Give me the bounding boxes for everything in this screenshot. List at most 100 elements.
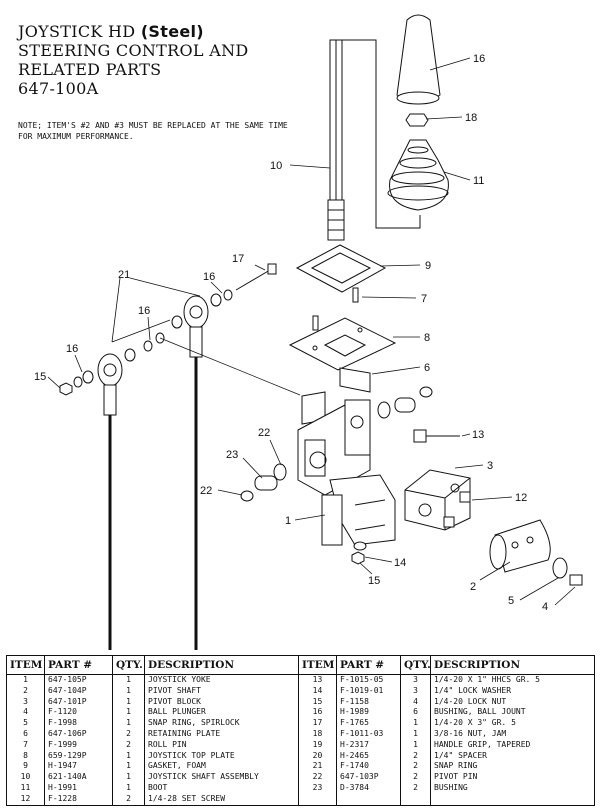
assembly-line xyxy=(159,337,301,396)
title-material: (Steel) xyxy=(140,22,204,41)
cell-part-number: F-1228 xyxy=(44,793,113,806)
cell-part-number: 647-105P xyxy=(44,674,113,686)
joystick-yoke xyxy=(297,399,396,546)
callout-6: 6 xyxy=(424,362,430,374)
cell-part-number-2: F-1011-03 xyxy=(336,728,401,740)
cell-description: JOYSTICK TOP PLATE xyxy=(144,750,299,762)
callout-7: 7 xyxy=(421,293,427,305)
cell-qty-2: 1 xyxy=(400,739,431,751)
cell-qty: 1 xyxy=(112,685,145,697)
cell-qty: 2 xyxy=(112,728,145,740)
cell-qty: 1 xyxy=(112,674,145,686)
cell-description: PIVOT BLOCK xyxy=(144,696,299,708)
cell-part-number: 621-140A xyxy=(44,772,113,783)
joystick-top-plate xyxy=(288,317,397,371)
callout-16-right: 16 xyxy=(203,271,215,283)
cell-description-2: HANDLE GRIP, TAPERED xyxy=(430,739,595,751)
callout-16-left: 16 xyxy=(66,343,78,355)
cell-description-2: PIVOT PIN xyxy=(430,772,595,783)
callout-5: 5 xyxy=(508,595,514,607)
cell-description: SNAP RING, SPIRLOCK xyxy=(144,718,299,729)
cell-item-2: 16 xyxy=(298,707,337,719)
callout-13: 13 xyxy=(472,429,484,441)
cell-description: BOOT xyxy=(144,782,299,794)
cell-part-number: 647-101P xyxy=(44,696,113,708)
cell-qty: 2 xyxy=(112,739,145,751)
cell-qty-2: 3 xyxy=(400,685,431,697)
cell-description-2: BUSHING, BALL JOUNT xyxy=(430,707,595,719)
cell-description-2: BUSHING xyxy=(430,782,595,794)
ball-plunger xyxy=(569,574,583,586)
callout-21: 22 xyxy=(200,485,212,497)
callout-8: 8 xyxy=(424,332,430,344)
cell-part-number-2: F-1740 xyxy=(336,761,401,773)
col-header-description-2: DESCRIPTION xyxy=(430,655,595,675)
cell-item-2: 20 xyxy=(298,750,337,762)
cell-qty: 1 xyxy=(112,761,145,773)
callout-4: 4 xyxy=(542,601,548,613)
cell-item-2: 18 xyxy=(298,728,337,740)
cell-item: 3 xyxy=(6,696,45,708)
leader-lines xyxy=(47,57,576,606)
callout-3: 3 xyxy=(487,460,493,472)
pivot-shaft xyxy=(489,519,551,573)
cell-part-number-2: F-1765 xyxy=(336,718,401,729)
col-header-qty-2: QTY. xyxy=(400,655,431,675)
cell-part-number-2: 647-103P xyxy=(336,772,401,783)
callout-12: 12 xyxy=(515,492,527,504)
callout-17: 17 xyxy=(232,253,244,265)
cell-description: RETAINING PLATE xyxy=(144,728,299,740)
parts-list-table: ITEM PART # QTY. DESCRIPTION ITEM PART #… xyxy=(6,655,595,806)
cell-qty-2: 1 xyxy=(400,718,431,729)
cell-qty-2 xyxy=(400,793,431,806)
callout-10: 10 xyxy=(270,160,282,172)
callout-18: 18 xyxy=(465,112,477,124)
col-header-item-2: ITEM xyxy=(298,655,337,675)
jam-nut xyxy=(405,113,429,127)
pivot-pin-right xyxy=(377,386,433,419)
cell-item-2: 15 xyxy=(298,696,337,708)
drawing-title: JOYSTICK HD (Steel) STEERING CONTROL AND… xyxy=(18,22,249,98)
cell-description: GASKET, FOAM xyxy=(144,761,299,773)
hhcs-screw xyxy=(413,429,460,443)
cell-part-number-2: H-2465 xyxy=(336,750,401,762)
maintenance-note: NOTE; ITEM'S #2 AND #3 MUST BE REPLACED … xyxy=(18,121,288,141)
cell-item-2: 14 xyxy=(298,685,337,697)
cell-part-number: H-1991 xyxy=(44,782,113,794)
callout-1: 1 xyxy=(285,515,291,527)
ball-joint-right xyxy=(171,289,233,650)
long-bolt xyxy=(235,263,277,291)
col-header-description: DESCRIPTION xyxy=(144,655,299,675)
cell-part-number-2 xyxy=(336,793,401,806)
cell-item: 2 xyxy=(6,685,45,697)
cell-part-number: F-1120 xyxy=(44,707,113,719)
cell-item-2: 21 xyxy=(298,761,337,773)
col-header-part: PART # xyxy=(44,655,113,675)
cell-qty-2: 2 xyxy=(400,750,431,762)
cell-part-number: 647-106P xyxy=(44,728,113,740)
pivot-pin-left xyxy=(240,463,287,502)
title-part-number: 647-100A xyxy=(18,79,99,98)
callout-11: 11 xyxy=(473,175,484,187)
cell-description-2: 1/4" SPACER xyxy=(430,750,595,762)
cell-description: ROLL PIN xyxy=(144,739,299,751)
cell-item: 8 xyxy=(6,750,45,762)
cell-qty-2: 4 xyxy=(400,696,431,708)
pivot-block xyxy=(404,469,471,531)
joystick-shaft xyxy=(327,39,421,241)
cell-part-number: F-1998 xyxy=(44,718,113,729)
cell-item: 4 xyxy=(6,707,45,719)
cell-description: JOYSTICK SHAFT ASSEMBLY xyxy=(144,772,299,783)
cell-part-number: H-1947 xyxy=(44,761,113,773)
exploded-parts-diagram: 16 18 11 10 9 7 8 6 13 3 12 2 5 4 14 15 … xyxy=(34,14,583,650)
cell-qty: 1 xyxy=(112,707,145,719)
title-line-1: JOYSTICK HD (Steel) xyxy=(18,22,249,41)
lock-nut-bottom xyxy=(351,541,367,565)
cell-description-2: 1/4-20 LOCK NUT xyxy=(430,696,595,708)
